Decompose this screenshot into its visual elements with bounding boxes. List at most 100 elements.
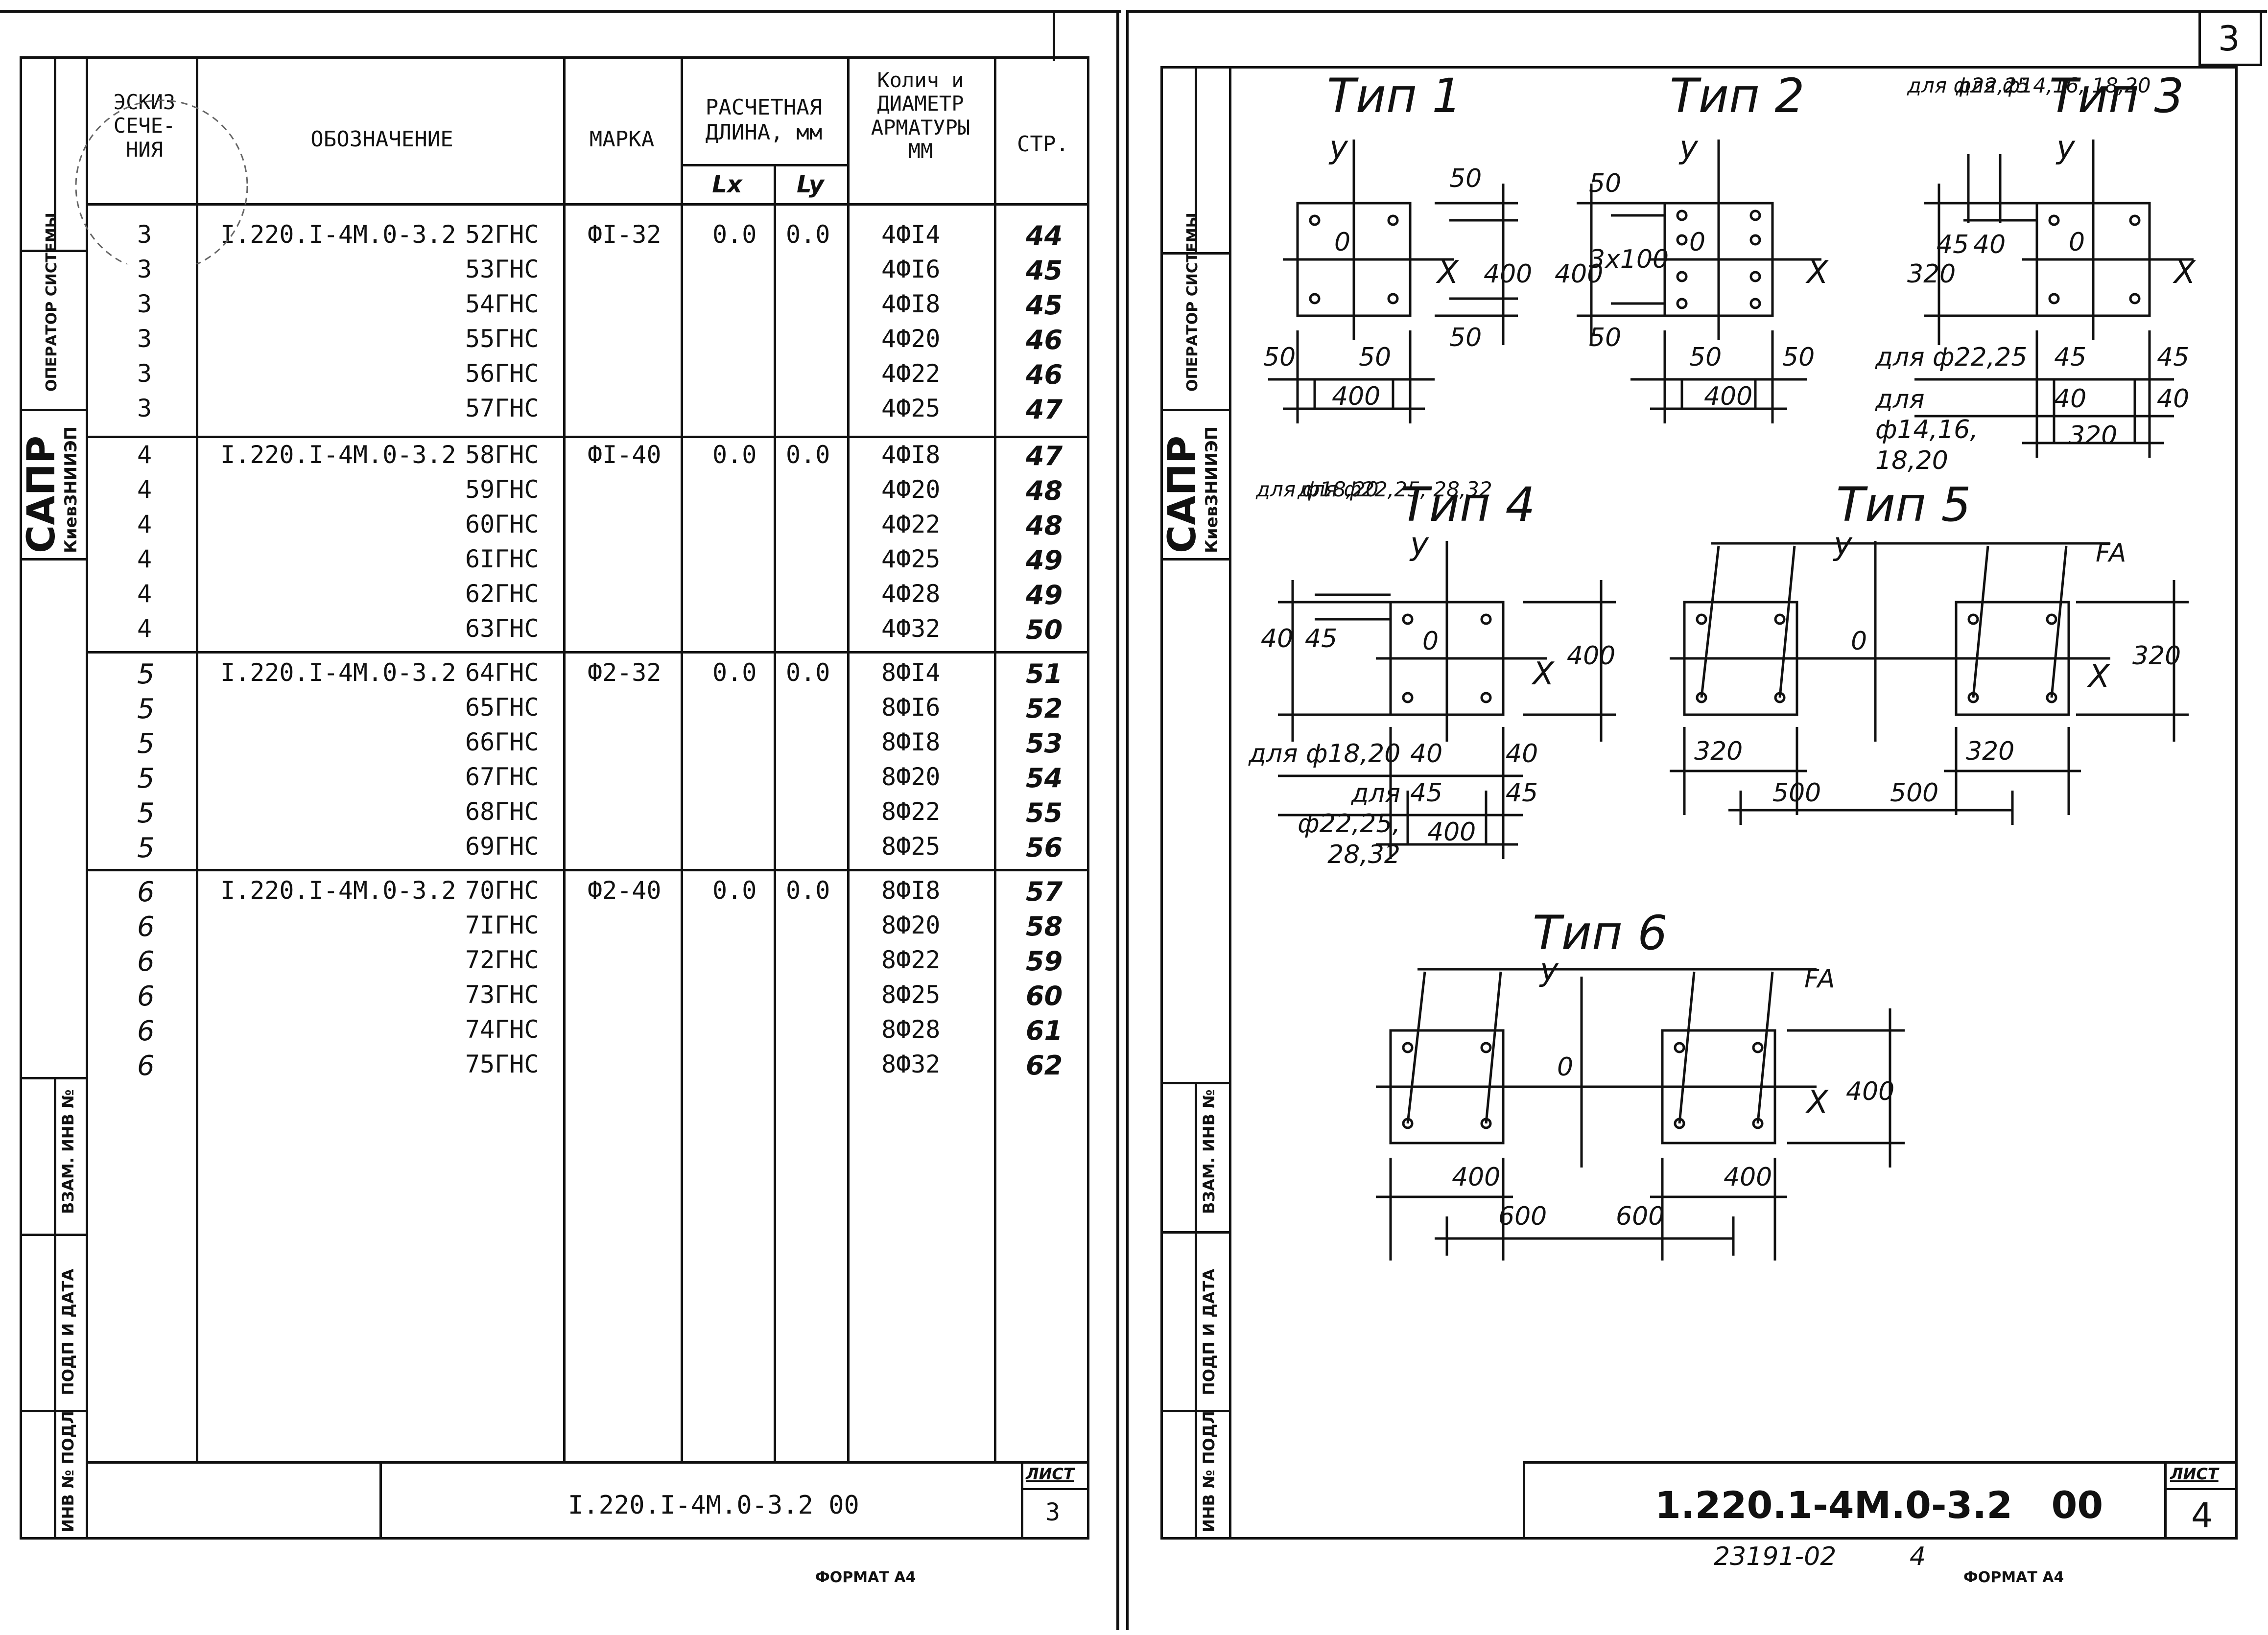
type-2-drawing [1577,140,1821,423]
r-strip-sep-1 [1160,252,1229,255]
t2-dim-d: 50 [1589,323,1622,352]
row-page: 51 [1026,658,1063,689]
t3-dim-h: 45 [2157,343,2190,372]
right-top-edge [1126,10,2267,13]
t1-dim-a: 50 [1263,343,1296,372]
row-sketch: 6 [137,1015,155,1047]
row-code: 66ГНС [465,728,539,756]
row-code: 52ГНС [465,220,539,249]
row-code: 7IГНС [465,911,539,939]
t3-dim-l: 320 [2069,421,2118,450]
group-lx: 0.0 [712,220,757,249]
left-vzam-label: ВЗАМ. ИНВ № [59,1089,77,1214]
col-sep-4 [774,164,776,1464]
right-sheet-label: ЛИСТ [2170,1465,2219,1483]
row-code: 63ГНС [465,614,539,643]
t1-dim-c: 400 [1332,382,1381,411]
t2-dim-g: 400 [1704,382,1753,411]
type-3-drawing [1914,140,2194,458]
right-footer-code: 1.220.1-4M.0-3.2 00 [1655,1483,2103,1527]
stamp-circle-icon [75,99,248,264]
row-sketch: 5 [137,693,155,725]
t3-dim-c: 320 [1907,259,1956,289]
row-page: 59 [1026,946,1063,977]
t2-dim-a: 50 [1589,169,1622,198]
t3-dim-g: 45 [2054,343,2087,372]
type-4-drawing [1278,541,1616,859]
left-operator-label: ОПЕРАТОР СИСТЕМЫ [43,212,60,392]
t1-dim-e: 400 [1484,259,1533,289]
t4-dim-a: для ф18,20 [1256,477,1379,501]
right-org-label: КиевЗНИИЭП [1202,426,1222,553]
footer-sep-1 [379,1461,382,1540]
t3-origin: 0 [2069,228,2085,257]
t5-dim-d: 500 [1772,778,1821,808]
col-sep-2 [563,56,566,1464]
row-page: 61 [1026,1015,1063,1046]
t4-dim-e: 400 [1567,641,1616,671]
row-qty: 4Ф25 [881,545,941,573]
header-sep [86,203,1089,206]
strip-sep-1 [20,250,86,252]
t2-dim-c: 400 [1555,259,1604,289]
row-page: 45 [1026,290,1063,321]
row-code: 62ГНС [465,580,539,608]
row-sketch: 5 [137,797,155,829]
group-lx: 0.0 [712,876,757,905]
group-sep-2 [86,651,1089,654]
r-strip-sep-2 [1160,409,1229,411]
t1-dim-b: 50 [1359,343,1392,372]
row-page: 53 [1026,728,1063,759]
right-inv-label: ИНВ № ПОДЛ [1200,1411,1218,1532]
t4-dim-h: 40 [1506,739,1538,769]
type-6-label: Тип 6 [1533,906,1668,960]
t5-dim-e: 500 [1890,778,1939,808]
row-qty: 8Ф22 [881,797,941,826]
type-5-label: Тип 5 [1836,477,1971,532]
row-qty: 8Ф25 [881,832,941,861]
type-2-label: Тип 2 [1670,69,1805,123]
type-6-drawing [1376,968,1905,1261]
header-page: СТР. [1017,132,1069,157]
header-mark: МАРКА [589,127,655,152]
group-mark: Ф2-32 [588,658,662,687]
right-stamp-num: 4 [1910,1542,1926,1571]
row-qty: 4Ф28 [881,580,941,608]
group-mark: Ф2-40 [588,876,662,905]
t5-fa: FA [2096,538,2126,568]
header-lx: Lx [712,171,742,198]
row-sketch: 3 [137,325,152,353]
footer-sep-3 [1021,1488,1089,1490]
row-code: 69ГНС [465,832,539,861]
row-qty: 4Ф20 [881,325,941,353]
row-qty: 4Ф32 [881,614,941,643]
strip-sep-3 [20,558,86,561]
t3-dim-a: для ф22,25 [1907,73,2030,97]
row-qty: 4Ф25 [881,394,941,422]
t6-fa: FA [1804,964,1835,994]
type-1-label: Тип 1 [1327,69,1462,123]
row-sketch: 4 [137,475,152,504]
row-sketch: 6 [137,1050,155,1082]
left-podp-label: ПОДП И ДАТА [59,1268,77,1395]
table-footer-sep [86,1461,1089,1464]
group-lx: 0.0 [712,441,757,469]
header-designation: ОБОЗНАЧЕНИЕ [310,127,453,152]
t6-dim-a: 400 [1452,1163,1501,1192]
group-mark: ФI-40 [588,441,662,469]
row-sketch: 3 [137,290,152,318]
t4-dim-d: 45 [1305,624,1338,654]
row-code: 75ГНС [465,1050,539,1078]
row-sketch: 4 [137,614,152,643]
row-code: 57ГНС [465,394,539,422]
row-qty: 4ФI6 [881,255,941,283]
t6-dim-b: 400 [1724,1163,1772,1192]
group-designation: I.220.I-4M.0-3.2 [220,220,456,249]
row-qty: 8ФI8 [881,876,941,905]
group-designation: I.220.I-4M.0-3.2 [220,876,456,905]
row-qty: 8Ф20 [881,911,941,939]
strip-inner-top [54,56,56,252]
row-page: 47 [1026,441,1063,471]
t1-axis-x: X [1437,255,1459,291]
row-page: 49 [1026,545,1063,576]
